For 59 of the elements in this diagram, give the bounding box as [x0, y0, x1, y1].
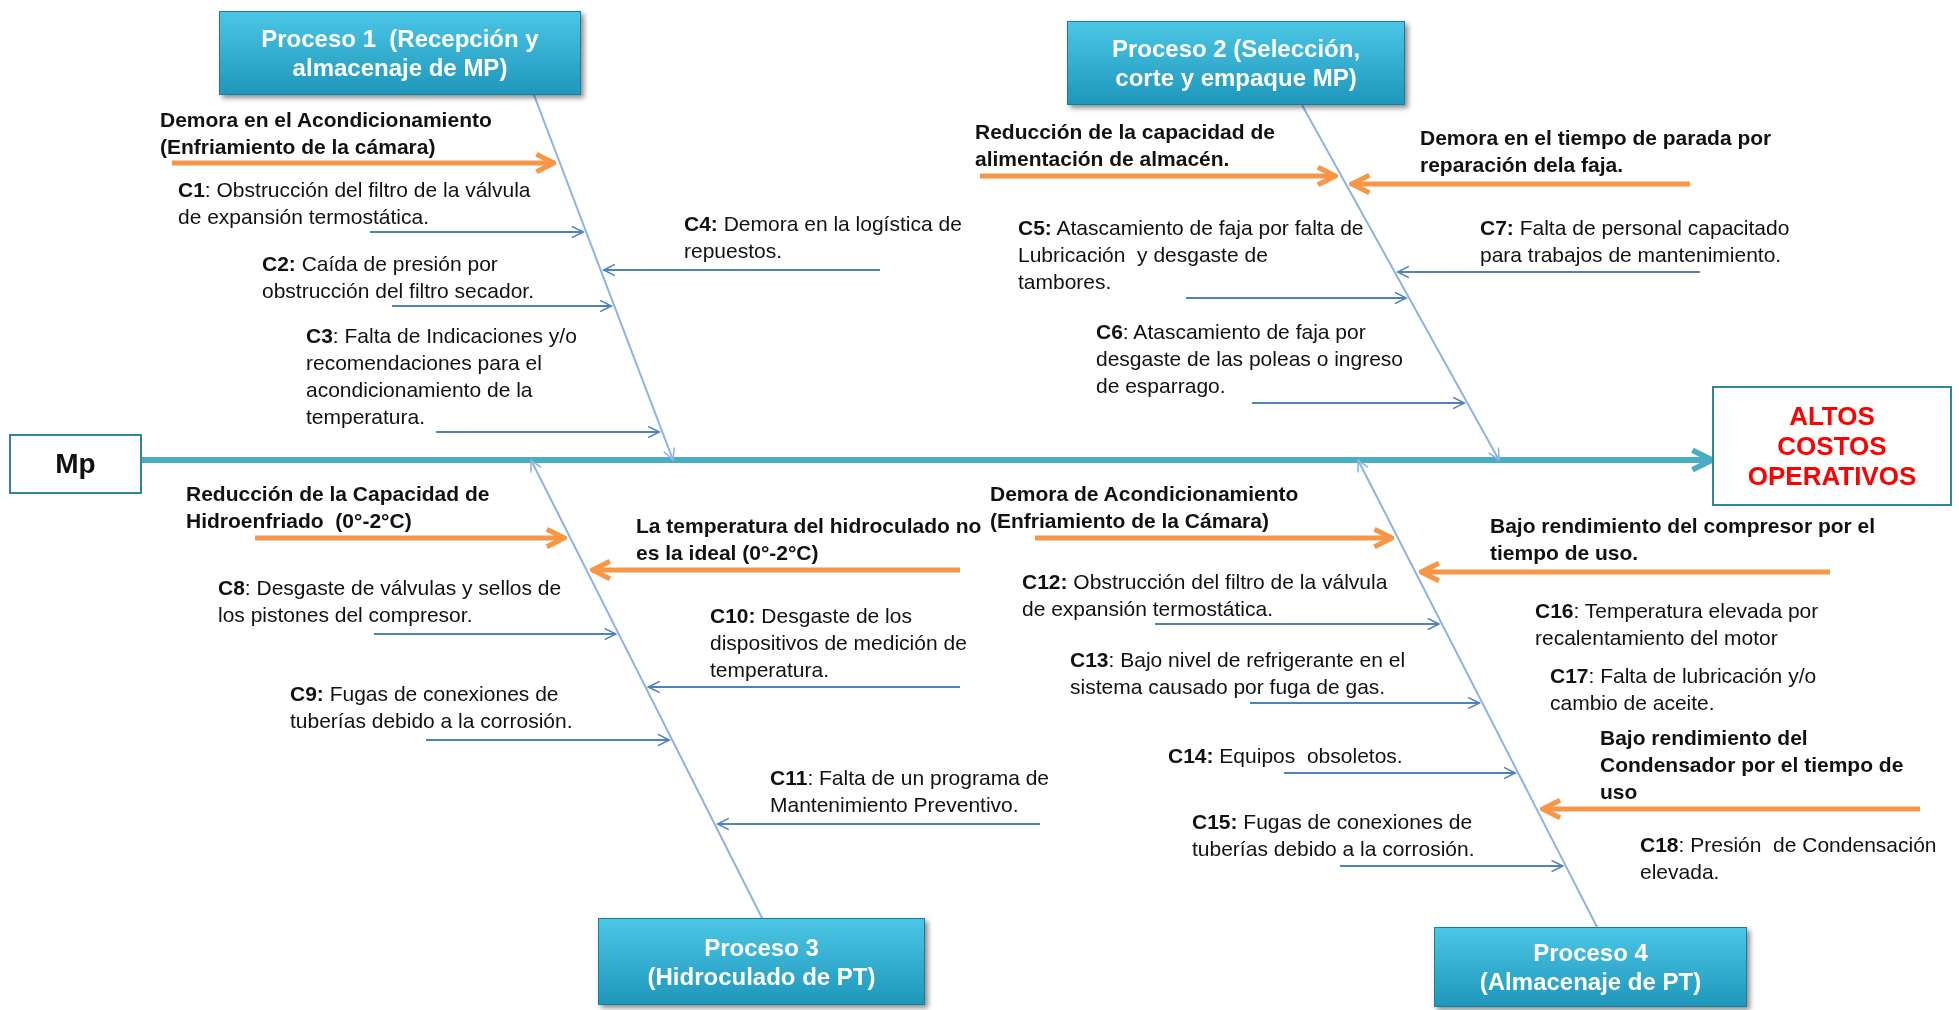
cause-text: C10: Desgaste de los dispositivos de medición de temperatura.	[710, 602, 1022, 683]
arrow	[1035, 526, 1395, 550]
process-box: Proceso 4 (Almacenaje de PT)	[1434, 927, 1747, 1007]
cause-text: C16: Temperatura elevada por recalentamiento del motor	[1535, 598, 1820, 651]
arrow	[980, 164, 1338, 188]
bone-arrow	[530, 459, 763, 919]
arrow	[602, 263, 881, 277]
cause-heading: Demora en el tiempo de parada por reparación dela faja.	[1420, 124, 1794, 178]
cause-text: C5: Atascamiento de faja por falta de Lubricación y desgaste de tambores.	[1018, 214, 1365, 295]
cause-text: C18: Presión de Condensación elevada.	[1640, 832, 1938, 885]
cause-text: C4: Demora en la logística de repuestos.	[684, 210, 986, 264]
arrow	[1154, 617, 1440, 631]
bone-arrow	[1301, 104, 1500, 461]
bone-arrow	[533, 94, 676, 461]
cause-heading: Reducción de la capacidad de alimentación de almacén.	[975, 118, 1317, 172]
cause-text: C9: Fugas de conexiones de tuberías debido a la corrosión.	[290, 680, 622, 734]
arrow	[391, 299, 613, 313]
cause-text: C2: Caída de presión por obstrucción del filtro secador.	[262, 250, 584, 304]
arrow	[1540, 797, 1920, 821]
effect-box: ALTOS COSTOS OPERATIVOS	[1712, 386, 1952, 506]
cause-heading: Reducción de la Capacidad de Hidroenfriado (0°-2°C)	[186, 480, 528, 534]
cause-text: C3: Falta de Indicaciones y/o recomendaciones para el acondicionamiento de la temperatura.	[306, 322, 620, 430]
process-box: Proceso 3 (Hidroculado de PT)	[598, 918, 925, 1005]
arrow	[369, 225, 585, 239]
cause-text: C13: Bajo nivel de refrigerante en el sistema causado por fuga de gas.	[1070, 646, 1442, 700]
cause-heading: Bajo rendimiento del Condensador por el tiempo de uso	[1600, 724, 1922, 805]
cause-text: C8: Desgaste de válvulas y sellos de los pistones del compresor.	[218, 574, 580, 628]
cause-text: C1: Obstrucción del filtro de la válvula de expansión termostática.	[178, 176, 550, 230]
cause-text: C12: Obstrucción del filtro de la válvula de expansión termostática.	[1022, 568, 1404, 622]
arrow	[647, 680, 961, 694]
cause-text: C11: Falta de un programa de Mantenimiento Preventivo.	[770, 764, 1117, 818]
arrow	[1396, 265, 1701, 279]
arrow	[590, 558, 960, 582]
arrow	[435, 425, 661, 439]
arrow	[1349, 172, 1690, 196]
cause-text: C6: Atascamiento de faja por desgaste de las poleas o ingreso de esparrago.	[1096, 318, 1418, 399]
process-box: Proceso 2 (Selección, corte y empaque MP)	[1067, 21, 1405, 105]
arrow	[1283, 766, 1517, 780]
cause-heading: Bajo rendimiento del compresor por el tiempo de uso.	[1490, 512, 1883, 566]
arrow	[1185, 291, 1408, 305]
cause-heading: Demora en el Acondicionamiento (Enfriamiento de la cámara)	[160, 106, 552, 160]
input-box: Mp	[9, 434, 142, 494]
cause-text: C15: Fugas de conexiones de tuberías debido a la corrosión.	[1192, 808, 1524, 862]
cause-text: C14: Equipos obsoletos.	[1168, 742, 1460, 769]
arrow	[1251, 396, 1466, 410]
arrow	[716, 817, 1041, 831]
arrow	[255, 526, 567, 550]
arrow	[373, 627, 617, 641]
arrow	[1249, 696, 1481, 710]
cause-heading: La temperatura del hidroculado no es la ideal (0°-2°C)	[636, 512, 983, 566]
arrow	[1339, 859, 1564, 873]
bone-arrow	[1357, 459, 1598, 928]
arrow	[172, 151, 557, 175]
cause-text: C17: Falta de lubricación y/o cambio de aceite.	[1550, 663, 1818, 716]
arrow	[1418, 560, 1830, 584]
cause-text: C7: Falta de personal capacitado para trabajos de mantenimiento.	[1480, 214, 1798, 268]
cause-heading: Demora de Acondicionamiento (Enfriamiento de la Cámara)	[990, 480, 1352, 534]
process-box: Proceso 1 (Recepción y almacenaje de MP)	[219, 11, 581, 95]
arrow	[425, 733, 671, 747]
